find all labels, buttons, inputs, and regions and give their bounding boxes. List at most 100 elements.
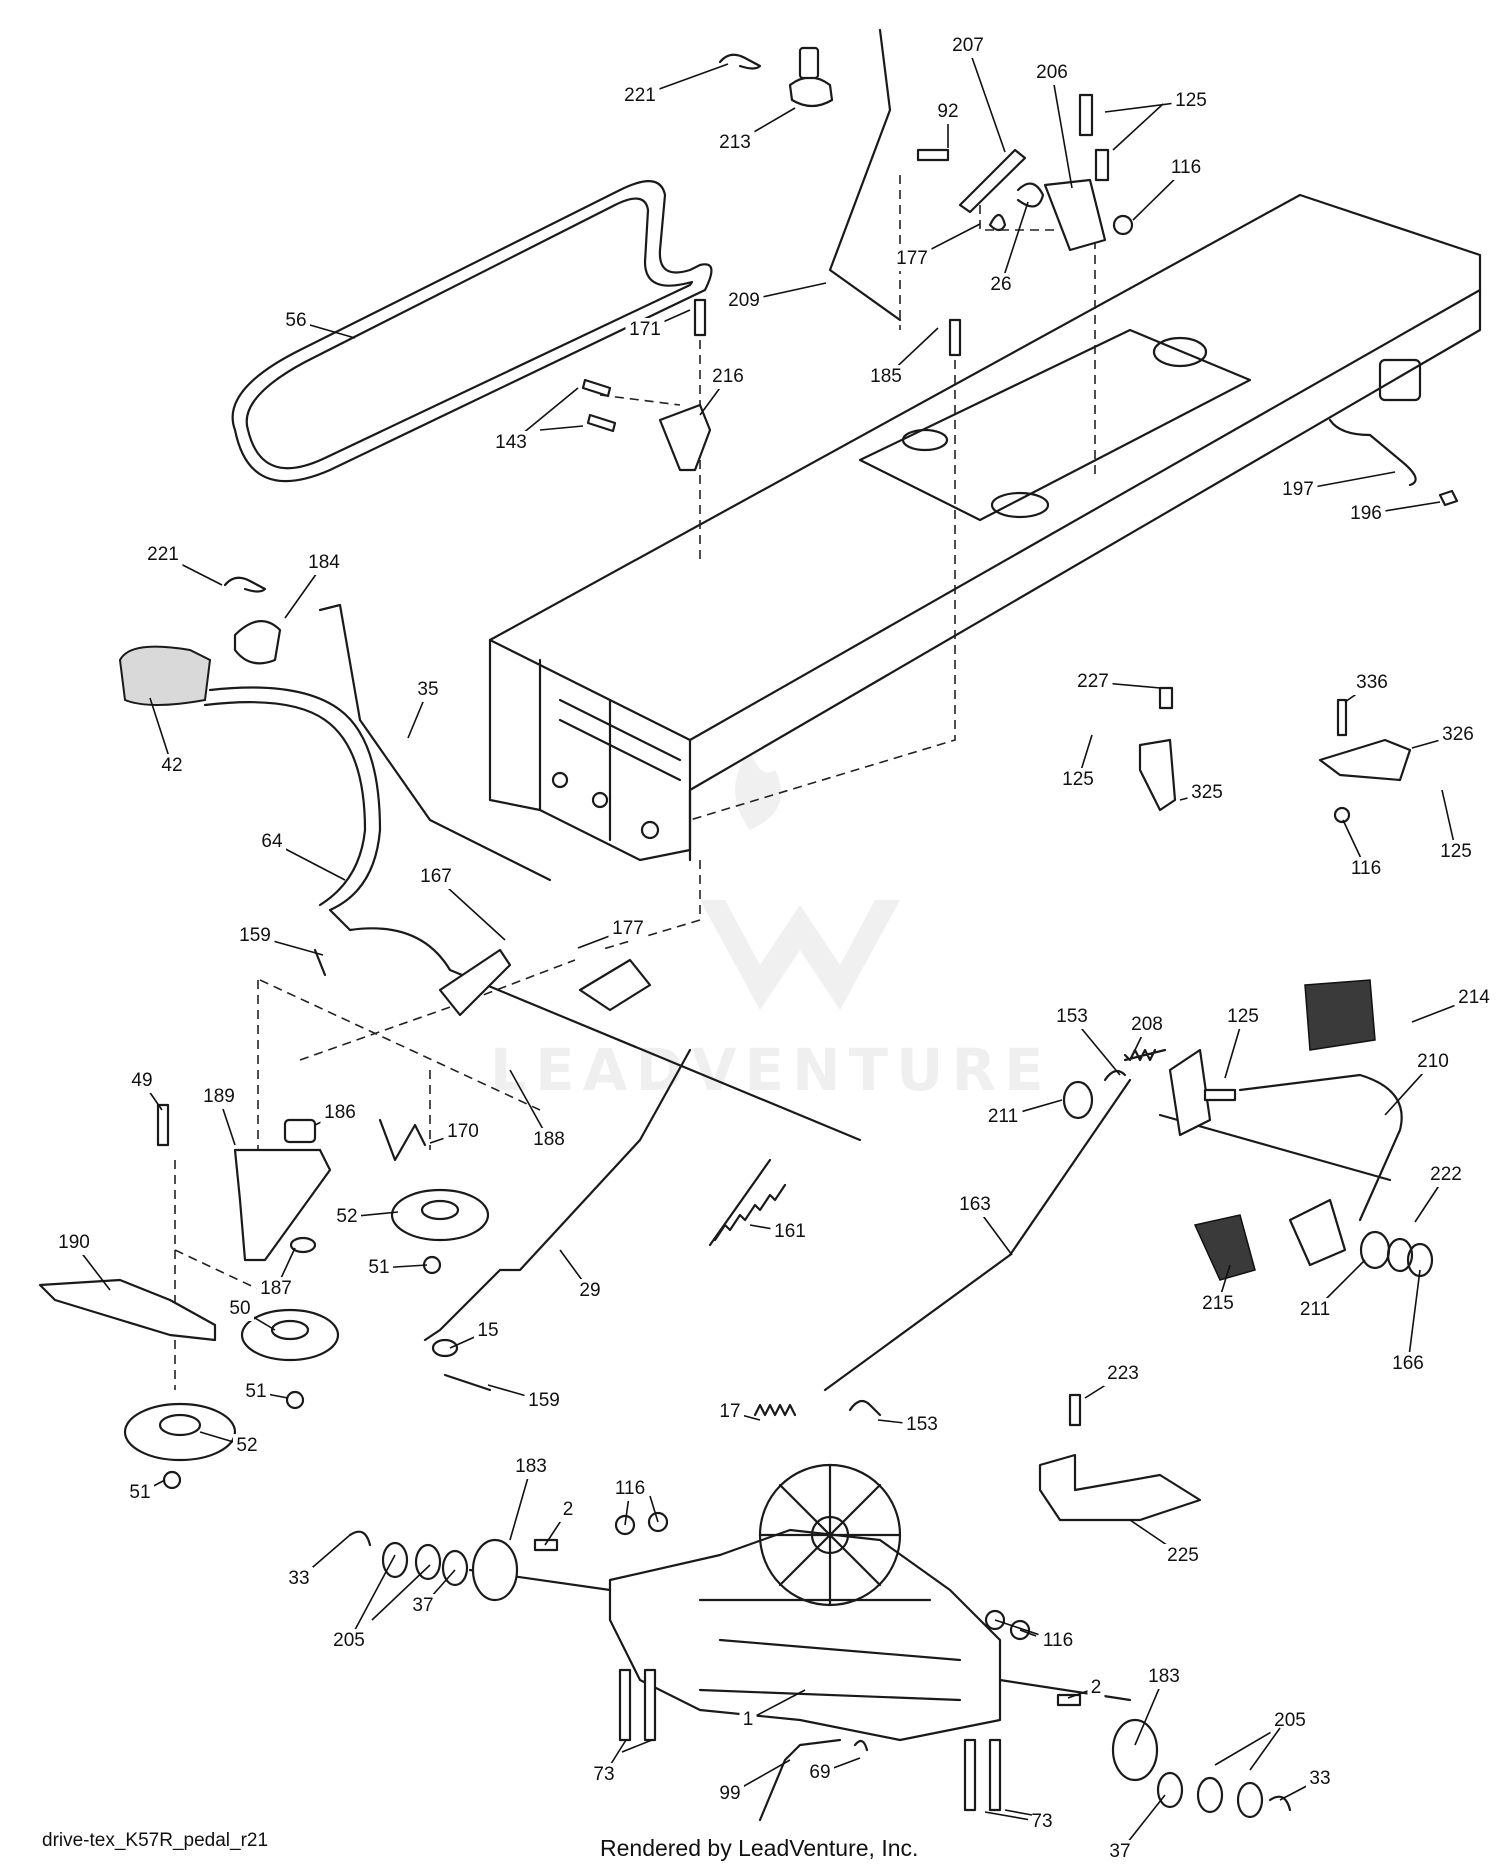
- lever-64-lower: [203, 701, 367, 907]
- callout-116: 116: [615, 1478, 645, 1499]
- callout-bg-205: [329, 1629, 369, 1653]
- callout-bg-166: [1388, 1352, 1428, 1376]
- bolt-125-b: [1094, 148, 1110, 182]
- callout-222: 222: [1430, 1164, 1462, 1185]
- pedal-pad-214: [1304, 979, 1376, 1051]
- rod-99: [758, 1738, 842, 1822]
- callout-51: 51: [368, 1257, 389, 1278]
- callout-206: 206: [1036, 62, 1068, 83]
- callout-layer: 2212132072069212511617726209171561852161…: [54, 34, 1494, 1864]
- clip-33-right: [1268, 1795, 1292, 1812]
- bolt-336: [1336, 698, 1348, 737]
- callout-213: 213: [719, 132, 751, 153]
- clip-69: [853, 1739, 869, 1752]
- pulley-52-lower-hub: [158, 1413, 202, 1437]
- nut-51-lower: [162, 1470, 182, 1490]
- callout-bg-51: [242, 1380, 270, 1404]
- callout-bg-73: [1028, 1810, 1056, 1834]
- callout-bg-207: [948, 34, 988, 58]
- pulley-52-upper-hub: [420, 1199, 460, 1221]
- callout-211: 211: [988, 1106, 1018, 1127]
- callout-bg-116: [1038, 1629, 1078, 1653]
- callout-bg-64: [258, 830, 286, 854]
- callout-166: 166: [1392, 1353, 1424, 1374]
- callout-bg-225: [1163, 1544, 1203, 1568]
- callout-15: 15: [477, 1320, 498, 1341]
- callout-208: 208: [1131, 1014, 1163, 1035]
- callout-92: 92: [937, 101, 958, 122]
- callout-73: 73: [593, 1764, 614, 1785]
- callout-184: 184: [308, 552, 340, 573]
- callout-bg-170: [443, 1120, 483, 1144]
- tractor-frame: [488, 193, 1482, 862]
- axle-key-2-left: [533, 1538, 559, 1552]
- washer-205-left-a: [381, 1541, 409, 1579]
- callout-227: 227: [1077, 671, 1109, 692]
- washer-15: [431, 1338, 459, 1358]
- callout-187: 187: [260, 1278, 292, 1299]
- callout-bg-210: [1413, 1050, 1453, 1074]
- leader-line-1: [747, 1689, 806, 1721]
- callout-116: 116: [1171, 157, 1201, 178]
- callout-bg-2: [1087, 1676, 1105, 1700]
- callout-183: 183: [515, 1456, 547, 1477]
- leader-line-205: [348, 1554, 396, 1642]
- callout-bg-215: [1198, 1292, 1238, 1316]
- callout-bg-125: [1058, 768, 1098, 792]
- callout-185: 185: [870, 366, 902, 387]
- callout-bg-211: [1295, 1298, 1335, 1322]
- callout-69: 69: [809, 1762, 830, 1783]
- callout-153: 153: [1056, 1006, 1088, 1027]
- callout-17: 17: [719, 1401, 740, 1422]
- hairpin-153-bottom: [848, 1399, 882, 1417]
- callout-159: 159: [239, 925, 271, 946]
- callout-186: 186: [324, 1102, 356, 1123]
- callout-197: 197: [1282, 479, 1314, 500]
- washer-37-left: [441, 1549, 469, 1587]
- callout-143: 143: [495, 432, 527, 453]
- leader-line-166: [1407, 1269, 1421, 1365]
- leader-line-125: [1112, 103, 1164, 151]
- callout-35: 35: [417, 679, 438, 700]
- nut-116-top: [1112, 214, 1134, 236]
- bolt-73-right-b: [988, 1738, 1002, 1812]
- pedal-bracket: [1288, 1198, 1347, 1267]
- callout-bg-208: [1127, 1013, 1167, 1037]
- callout-bg-336: [1352, 671, 1392, 695]
- callout-190: 190: [58, 1232, 90, 1253]
- callout-bg-52: [333, 1205, 361, 1229]
- callout-bg-214: [1454, 986, 1494, 1010]
- callout-64: 64: [261, 831, 283, 852]
- bolt-125-pedal: [1203, 1088, 1237, 1102]
- callout-325: 325: [1191, 782, 1223, 803]
- spring-170: [378, 1118, 427, 1162]
- spring-161: [708, 1158, 787, 1247]
- watermark: LEADVENTURE: [490, 750, 1044, 1104]
- screw-143-b: [586, 413, 617, 433]
- bearing-183-left: [471, 1538, 519, 1602]
- callout-bg-1: [739, 1708, 757, 1732]
- clip-33-left: [348, 1530, 372, 1547]
- drawing-id: drive-tex_K57R_pedal_r21: [42, 1830, 269, 1851]
- washer-205-left-b: [414, 1543, 442, 1581]
- washer-205-right-a: [1196, 1776, 1224, 1814]
- pulley-50: [240, 1308, 340, 1362]
- callout-bg-163: [955, 1193, 995, 1217]
- leader-line-26: [1000, 201, 1029, 286]
- hairpin-221-left: [223, 576, 267, 593]
- callout-bg-37: [409, 1594, 437, 1618]
- leader-line-116: [1019, 1629, 1037, 1637]
- callout-bg-183: [511, 1455, 551, 1479]
- callout-189: 189: [203, 1086, 235, 1107]
- callout-bg-125: [1171, 89, 1211, 113]
- callout-bg-29: [576, 1279, 604, 1303]
- bolt-227: [1158, 686, 1174, 710]
- transaxle-1: [468, 1463, 1132, 1742]
- callout-bg-143: [491, 431, 531, 455]
- callout-207: 207: [952, 35, 984, 56]
- callout-bg-186: [320, 1101, 360, 1125]
- callout-bg-325: [1187, 781, 1227, 805]
- pulley-52-upper: [390, 1188, 490, 1242]
- callout-bg-177: [608, 917, 648, 941]
